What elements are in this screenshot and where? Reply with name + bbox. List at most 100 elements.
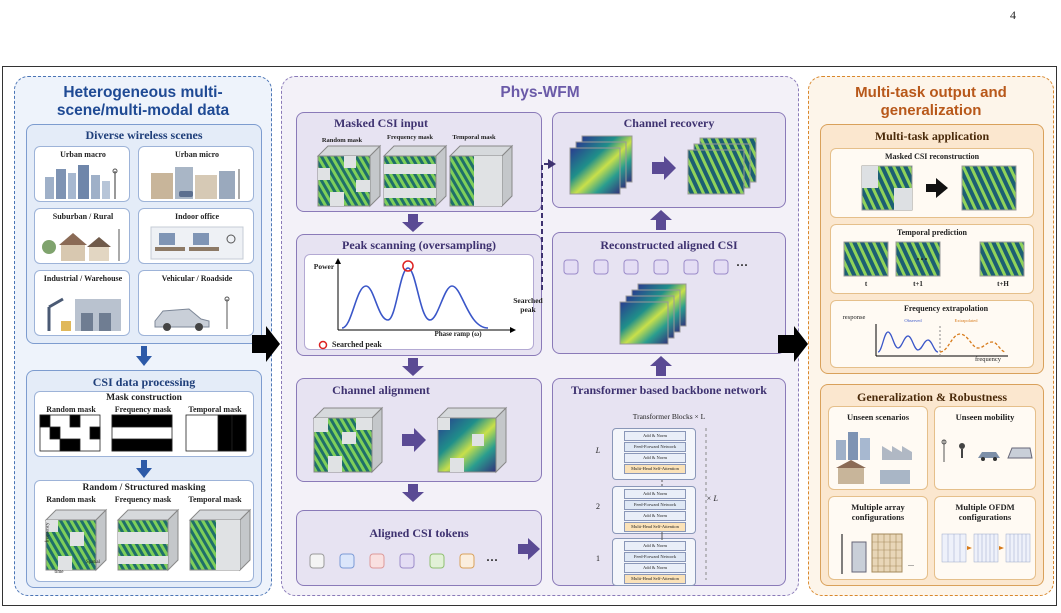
scene-card-urban-micro: Urban micro	[138, 146, 254, 202]
freq-extrap-card	[830, 300, 1034, 368]
figure-frame	[2, 66, 1057, 606]
tokens-title: Aligned CSI tokens	[369, 526, 469, 540]
block-index-2: 2	[596, 502, 600, 511]
tokens-ellipsis: ···	[485, 553, 498, 567]
phys-wfm-title: Phys-WFM	[500, 84, 580, 101]
transformer-layer: Add & Norm	[624, 511, 686, 521]
masked-input-cubes	[316, 144, 514, 208]
flow-arrow-icon	[778, 326, 808, 362]
scene-label: Urban macro	[60, 150, 106, 159]
gen-label-ofdm: Multiple OFDM configurations	[955, 502, 1015, 522]
power-axis-label: Power	[313, 262, 335, 271]
processing-title: CSI data processing	[92, 375, 196, 389]
peak-plot-area	[304, 254, 534, 350]
transformer-layer: Feed-Forward Network	[624, 552, 686, 562]
scene-card-suburban: Suburban / Rural	[34, 208, 130, 264]
masked-input-label-frequency: Frequency mask	[387, 134, 433, 141]
scene-card-urban-macro: Urban macro	[34, 146, 130, 202]
reconstructed-title: Reconstructed aligned CSI	[600, 238, 738, 252]
extrapolated-label: Extrapolated	[954, 318, 978, 323]
masked-input-title: Masked CSI input	[333, 116, 429, 130]
street-buildings-icon	[151, 167, 240, 199]
transformer-layer: Add & Norm	[624, 489, 686, 499]
masked-cubes	[44, 508, 252, 572]
generalization-title: Generalization & Robustness	[857, 390, 1007, 404]
up-arrow-icon	[650, 210, 672, 230]
multitask-title: Multi-task application	[874, 129, 990, 143]
temporal-label-tH: t+H	[997, 280, 1009, 288]
transformer-title: Transformer based backbone network	[571, 383, 767, 397]
transformer-layer: Add & Norm	[624, 431, 686, 441]
alignment-cubes	[312, 406, 508, 474]
response-axis-label: response	[842, 314, 866, 321]
temporal-visual	[843, 241, 1025, 277]
temporal-label-t1: t+1	[913, 280, 923, 288]
transformer-layer: Feed-Forward Network	[624, 442, 686, 452]
down-arrow-icon	[402, 214, 424, 232]
right-arrow-icon	[518, 538, 540, 560]
transformer-layer: Add & Norm	[624, 453, 686, 463]
masking-label-random: Random mask	[46, 495, 96, 504]
gen-label-mobility: Unseen mobility	[955, 412, 1015, 422]
masking-label-frequency: Frequency mask	[114, 495, 172, 504]
searched-peak-arrow-label: Searched peak	[513, 296, 543, 314]
temporal-title: Temporal prediction	[896, 228, 967, 237]
searched-peak-legend-label: Searched peak	[332, 340, 382, 349]
transformer-layer: Multi-Head Self-Attention	[624, 522, 686, 532]
down-arrow-icon	[136, 346, 152, 366]
searched-peak-legend-icon	[318, 340, 328, 350]
masked-input-label-random: Random mask	[321, 137, 363, 144]
output-panel-title: Multi-task output and generalization	[855, 84, 1007, 119]
token-row	[309, 553, 475, 569]
up-arrow-icon	[650, 356, 672, 376]
phase-axis-label: Phase ramp (ω)	[434, 330, 482, 338]
block-index-1: 1	[596, 554, 600, 563]
reconstructed-token-row	[563, 259, 729, 275]
mask-grids	[39, 414, 247, 452]
reconstruction-title: Masked CSI reconstruction	[884, 152, 980, 161]
scene-label: Suburban / Rural	[52, 212, 114, 221]
city-skyline-icon	[45, 165, 118, 199]
mobility-icons	[941, 439, 1033, 462]
gen-label-scenarios: Unseen scenarios	[846, 412, 910, 422]
down-arrow-icon	[136, 460, 152, 478]
warehouse-robot-icon	[47, 297, 121, 331]
transformer-side-label: × L	[706, 494, 718, 503]
transformer-layer: Multi-Head Self-Attention	[624, 464, 686, 474]
ofdm-grids-icon	[941, 533, 1031, 563]
peak-scan-curve	[335, 258, 516, 333]
houses-icon	[42, 229, 120, 261]
transformer-connectors	[661, 428, 707, 580]
freq-extrap-title: Frequency extrapolation	[903, 304, 989, 313]
antenna-array-icon: ...	[841, 533, 914, 574]
down-arrow-icon	[402, 484, 424, 502]
svg-text:...: ...	[908, 559, 914, 568]
recovery-visual	[569, 135, 757, 195]
car-icon	[154, 296, 230, 331]
recovery-title: Channel recovery	[623, 116, 715, 130]
observed-label: Observed	[904, 318, 922, 323]
temporal-label-t: t	[864, 280, 868, 288]
mask-label-random: Random mask	[46, 405, 96, 414]
scene-label: Indoor office	[174, 212, 220, 221]
flow-arrow-icon	[252, 326, 280, 362]
down-arrow-icon	[402, 358, 424, 376]
masking-label-temporal: Temporal mask	[188, 495, 242, 504]
peak-scan-title: Peak scanning (oversampling)	[341, 238, 496, 252]
office-icon	[150, 226, 244, 260]
scene-card-vehicular: Vehicular / Roadside	[138, 270, 254, 336]
axis-label-time: time	[54, 570, 64, 575]
data-panel-title: Heterogeneous multi-scene/multi-modal da…	[56, 84, 230, 119]
tokens-box	[296, 510, 542, 586]
frequency-axis-label: frequency	[975, 356, 1001, 363]
page-number: 4	[1010, 8, 1016, 22]
masking-title: Random / Structured masking	[82, 483, 206, 493]
scene-card-indoor-office: Indoor office	[138, 208, 254, 264]
transformer-layer: Add & Norm	[624, 563, 686, 573]
transformer-layer: Add & Norm	[624, 541, 686, 551]
scene-label: Industrial / Warehouse	[43, 274, 123, 283]
block-index-L: L	[595, 446, 601, 455]
city-factory-icon	[836, 432, 912, 484]
masked-input-label-temporal: Temporal mask	[452, 134, 496, 141]
transformer-layer: Multi-Head Self-Attention	[624, 574, 686, 584]
